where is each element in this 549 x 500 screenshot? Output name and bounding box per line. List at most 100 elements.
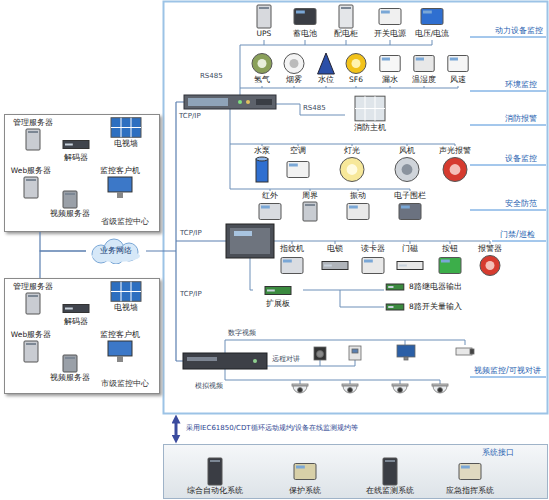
device-node: 管理服务器 [8, 118, 58, 152]
device-node: 电锁 [316, 244, 354, 278]
icon-part [381, 11, 390, 14]
access-controller-part [230, 228, 270, 254]
icon-part [117, 356, 123, 362]
device-icon [111, 118, 141, 138]
icon-part [257, 5, 271, 28]
device-node: 风机 [387, 146, 427, 184]
device-icon [340, 158, 364, 182]
device-node: 烟雾 [277, 52, 311, 86]
icon-part [318, 53, 335, 74]
node-label: 管理服务器 [13, 282, 53, 292]
device-node: 解码器 [56, 300, 96, 328]
dome-camera-part [298, 388, 303, 393]
icon-part [386, 284, 404, 290]
device-node: Web服务器 [6, 166, 56, 200]
node-label: 水泵 [254, 146, 270, 156]
device-icon [257, 5, 271, 28]
icon-part [401, 206, 410, 209]
device-icon [56, 136, 96, 153]
node-label: 应急指挥系统 [446, 486, 494, 496]
icon-part [289, 164, 298, 167]
device-node: 声光报警 [435, 146, 475, 184]
device-node: 电视墙 [100, 116, 152, 150]
category-label: 设备监控 [505, 154, 537, 164]
category-label: 门禁/巡检 [500, 230, 535, 240]
device-icon [354, 254, 392, 277]
icon-part [421, 9, 443, 25]
node-label: 综合自动化系统 [187, 486, 243, 496]
device-icon [346, 54, 366, 74]
device-icon [379, 9, 401, 25]
device-icon [8, 128, 58, 151]
device-node: 读卡器 [354, 244, 392, 278]
node-label: 电视墙 [114, 303, 138, 313]
icon-part [459, 464, 481, 480]
bus-wire-part [240, 40, 432, 95]
node-label: 风速 [450, 75, 466, 85]
node-label: 读卡器 [361, 244, 385, 254]
icon-part [63, 191, 77, 208]
device-node: 电子围栏 [390, 191, 430, 223]
dome-camera-part [438, 388, 443, 393]
protocol-arrow [176, 419, 177, 439]
node-label: 消防主机 [354, 123, 386, 133]
category-label: 安全防范 [505, 199, 537, 209]
device-node: 视频服务器 [44, 354, 96, 384]
video-recorder-part [183, 353, 267, 369]
bus-wire-part [225, 340, 465, 353]
icon-part [24, 341, 38, 362]
bus-wire-part [230, 189, 410, 191]
video-device-part [317, 351, 324, 358]
device-icon [412, 4, 452, 29]
device-icon [459, 464, 481, 480]
device-node: 水位 [309, 52, 343, 86]
icon-part [267, 290, 275, 292]
node-label: 按钮 [442, 244, 458, 254]
device-icon [339, 52, 373, 75]
device-icon [318, 53, 335, 74]
icon-part [259, 204, 281, 220]
icon-part [399, 204, 421, 220]
node-label: 开关电源 [374, 29, 406, 39]
icon-part [283, 260, 292, 263]
device-node: 门磁 [391, 244, 429, 278]
network-cloud: 业务网络 [86, 238, 146, 264]
bus-wire-part [240, 86, 458, 88]
icon-part [24, 177, 38, 198]
category-label: 动力设备监控 [495, 26, 543, 36]
device-node: 消防主机 [345, 94, 395, 134]
node-label: 保护系统 [289, 486, 321, 496]
device-icon [421, 9, 443, 25]
panel-frame [164, 2, 548, 414]
dome-camera-part [293, 386, 307, 393]
controller-unit [184, 95, 276, 109]
bus-wire-part [225, 369, 440, 386]
device-node: 氢气 [245, 52, 279, 86]
node-label: 8路开关量输入 [409, 302, 462, 312]
icon-part [28, 295, 38, 297]
icon-part [294, 464, 316, 480]
device-icon [431, 254, 469, 277]
device-icon [63, 191, 77, 208]
device-icon [273, 254, 311, 277]
device-icon [407, 52, 441, 75]
device-node: 灯光 [332, 146, 372, 184]
icon-part [364, 260, 373, 263]
device-icon [253, 282, 303, 299]
device-icon [326, 4, 366, 29]
bus-wire-part [276, 104, 345, 115]
device-node: 保护系统 [265, 457, 345, 497]
node-label: 视频服务器 [50, 209, 90, 219]
icon-part [111, 282, 141, 302]
node-label: 电锁 [327, 244, 343, 254]
controller-unit-part [184, 95, 276, 109]
controller-unit-part [246, 100, 250, 104]
device-icon [399, 204, 421, 220]
protocol-note: 采用IEC61850/CDT循环远动规约/设备在线监测规约等 [186, 424, 358, 433]
device-icon [294, 464, 316, 480]
device-node: 在线监测系统 [350, 457, 430, 497]
node-label: 声光报警 [439, 146, 471, 156]
device-icon [387, 156, 427, 183]
device-icon [26, 293, 40, 314]
